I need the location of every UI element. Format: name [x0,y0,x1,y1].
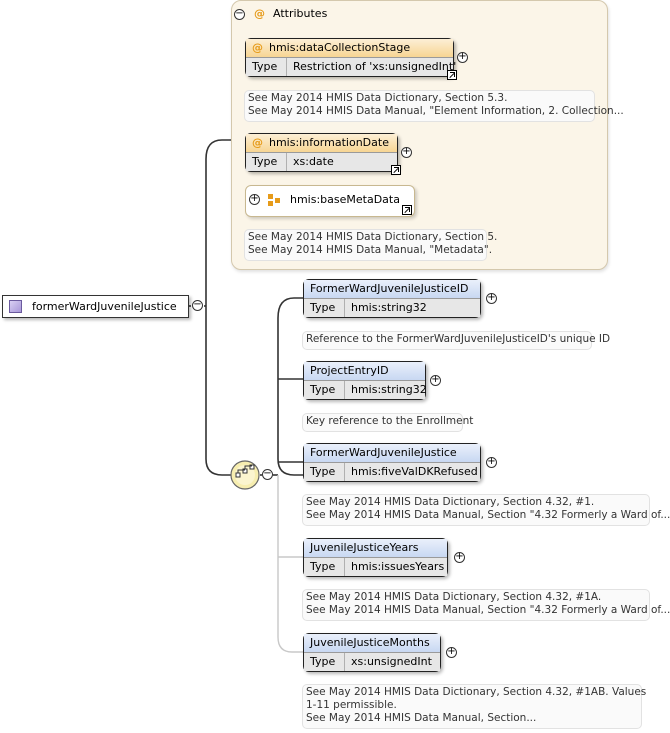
root-element-name: formerWardJuvenileJustice [32,300,177,313]
attribute-group-icon [268,194,282,208]
reference-arrow-icon[interactable] [447,70,457,80]
type-label: Type [304,558,345,576]
attribute-data-collection-stage[interactable]: @ hmis:dataCollectionStage Type Restrictio… [245,38,457,77]
attribute-documentation: See May 2014 HMIS Data Dictionary, Secti… [244,90,624,122]
element-name: FormerWardJuvenileJustice [310,446,457,459]
attribute-name: hmis:informationDate [269,136,389,149]
element-name-row: ProjectEntryID [304,362,425,380]
attribute-information-date[interactable]: @ hmis:informationDate Type xs:date [245,133,398,172]
type-label: Type [304,653,345,671]
type-label: Type [304,381,345,399]
expand-toggle[interactable]: + [486,456,497,468]
attribute-name-row: @ hmis:informationDate [246,134,397,152]
element-name-row: FormerWardJuvenileJustice [304,444,480,462]
attributes-collapse-toggle[interactable]: − [234,8,245,20]
type-value: hmis:issuesYears [351,560,445,573]
attribute-name-row: @ hmis:dataCollectionStage [246,39,453,57]
type-value: Restriction of 'xs:unsignedInt' [293,60,457,73]
type-value: xs:unsignedInt [351,655,432,668]
element-name-row: JuvenileJusticeMonths [304,634,440,652]
attributes-header: @ Attributes [254,6,327,22]
type-label: Type [304,463,345,481]
type-label: Type [246,153,287,171]
type-label: Type [246,58,287,76]
type-value: hmis:fiveValDKRefused [351,465,478,478]
at-icon: @ [252,41,263,54]
element-name: JuvenileJusticeMonths [310,636,430,649]
expand-toggle[interactable]: + [457,51,468,63]
expand-toggle[interactable]: + [454,551,465,563]
element-name: JuvenileJusticeYears [310,541,419,554]
type-value: hmis:string32 [351,383,427,396]
root-collapse-toggle[interactable]: − [192,299,203,311]
expand-toggle[interactable]: + [401,146,412,158]
element-juvenile-justice-years[interactable]: JuvenileJusticeYears Type hmis:issuesYear… [303,538,448,577]
element-type-row: Type hmis:fiveValDKRefused [304,462,480,481]
attributes-label: Attributes [273,7,328,20]
type-value: xs:date [293,155,334,168]
attribute-type-row: Type xs:date [246,152,397,171]
element-documentation: See May 2014 HMIS Data Dictionary, Secti… [302,494,670,526]
sequence-collapse-toggle[interactable]: − [262,468,273,480]
element-documentation: Key reference to the Enrollment [302,413,473,432]
attribute-name: hmis:dataCollectionStage [269,41,411,54]
at-icon: @ [252,136,263,149]
expand-toggle[interactable]: + [486,292,497,304]
element-project-entry-id[interactable]: ProjectEntryID Type hmis:string32 [303,361,427,400]
type-value: hmis:string32 [351,301,427,314]
expand-toggle[interactable]: + [446,646,457,658]
element-former-ward-juvenile-justice-id[interactable]: FormerWardJuvenileJusticeID Type hmis:str… [303,279,481,318]
element-type-row: Type xs:unsignedInt [304,652,440,671]
element-juvenile-justice-months[interactable]: JuvenileJusticeMonths Type xs:unsignedInt [303,633,441,672]
expand-toggle[interactable]: + [249,193,260,205]
element-type-row: Type hmis:string32 [304,298,480,317]
element-documentation: Reference to the FormerWardJuvenileJusti… [302,331,610,350]
element-former-ward-juvenile-justice[interactable]: FormerWardJuvenileJustice Type hmis:fiveV… [303,443,481,482]
element-icon [9,300,22,313]
element-name: ProjectEntryID [310,364,389,377]
at-icon: @ [254,7,265,20]
element-name-row: FormerWardJuvenileJusticeID [304,280,480,298]
element-type-row: Type hmis:issuesYears [304,557,447,576]
attribute-group-documentation: See May 2014 HMIS Data Dictionary, Secti… [244,229,497,261]
attribute-group-base-meta-data[interactable] [245,185,415,217]
element-documentation: See May 2014 HMIS Data Dictionary, Secti… [302,589,670,621]
attribute-group-name: hmis:baseMetaData [290,193,400,206]
type-label: Type [304,299,345,317]
connector-lines [187,139,303,653]
expand-toggle[interactable]: + [430,374,441,386]
element-name-row: JuvenileJusticeYears [304,539,447,557]
element-type-row: Type hmis:string32 [304,380,427,399]
element-documentation: See May 2014 HMIS Data Dictionary, Secti… [302,684,646,729]
sequence-compositor-icon[interactable] [231,461,260,490]
attribute-type-row: Type Restriction of 'xs:unsignedInt' [246,57,457,76]
reference-arrow-icon[interactable] [391,165,401,175]
element-name: FormerWardJuvenileJusticeID [310,282,469,295]
root-element[interactable]: formerWardJuvenileJustice [2,295,189,318]
reference-arrow-icon[interactable] [402,205,412,215]
